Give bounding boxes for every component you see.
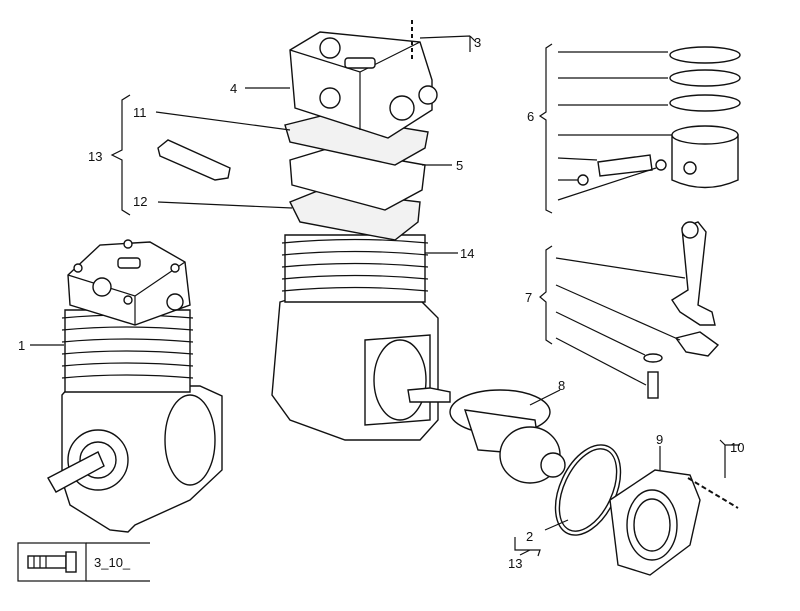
- reference-label: 3_10_: [94, 555, 131, 570]
- callout-10: 10: [730, 440, 744, 455]
- cylinder-head-4: [289, 31, 438, 139]
- callout-13-left: 13: [88, 149, 102, 164]
- callout-3: 3: [474, 35, 481, 50]
- callout-6: 6: [527, 109, 534, 124]
- bolt-10: [687, 477, 739, 509]
- callout-5: 5: [456, 158, 463, 173]
- callout-11: 11: [133, 105, 147, 120]
- callout-7: 7: [525, 290, 532, 305]
- callout-numbers: 1 2 3 4 5 6 7 8 9 10 11 12 13 13 14: [18, 35, 744, 571]
- connecting-rod-set-7: [643, 221, 720, 399]
- callout-9: 9: [656, 432, 663, 447]
- callout-1: 1: [18, 338, 25, 353]
- callout-4: 4: [230, 81, 237, 96]
- piston-set-6: [577, 46, 741, 189]
- cylinder-block: [271, 234, 439, 441]
- assembled-compressor: [47, 239, 223, 533]
- callout-8: 8: [558, 378, 565, 393]
- callout-2: 2: [526, 529, 533, 544]
- callout-13-bottom: 13: [508, 556, 522, 571]
- reference-box: 3_10_: [17, 542, 150, 582]
- crankshaft-8: [407, 387, 566, 484]
- callout-12: 12: [133, 194, 147, 209]
- clamp-bar: [157, 139, 231, 181]
- callout-14: 14: [460, 246, 474, 261]
- bolt-icon: [27, 551, 77, 573]
- leader-lines: [30, 35, 740, 557]
- flange-9: [609, 469, 701, 576]
